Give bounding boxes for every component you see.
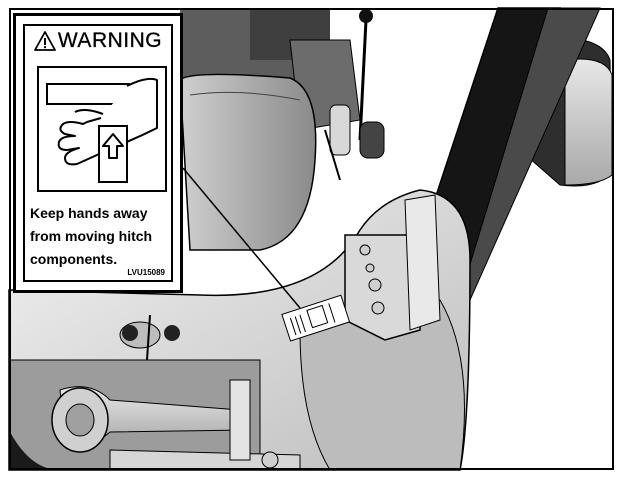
warning-message: Keep hands away from moving hitch compon… [30, 202, 166, 271]
warning-label-callout: WARNING Keep hands away from moving hitc… [13, 13, 183, 293]
warning-label-border: WARNING Keep hands away from moving hitc… [23, 24, 173, 282]
hand-crush-hazard-icon [37, 66, 167, 192]
warning-header: WARNING [27, 28, 169, 54]
warning-message-line: Keep hands away [30, 205, 148, 221]
warning-header-text: WARNING [57, 29, 163, 52]
warning-message-line: components. [30, 251, 118, 267]
warning-triangle-icon [33, 31, 56, 51]
label-part-number: LVU15089 [127, 268, 165, 277]
warning-message-line: from moving hitch [30, 228, 153, 244]
